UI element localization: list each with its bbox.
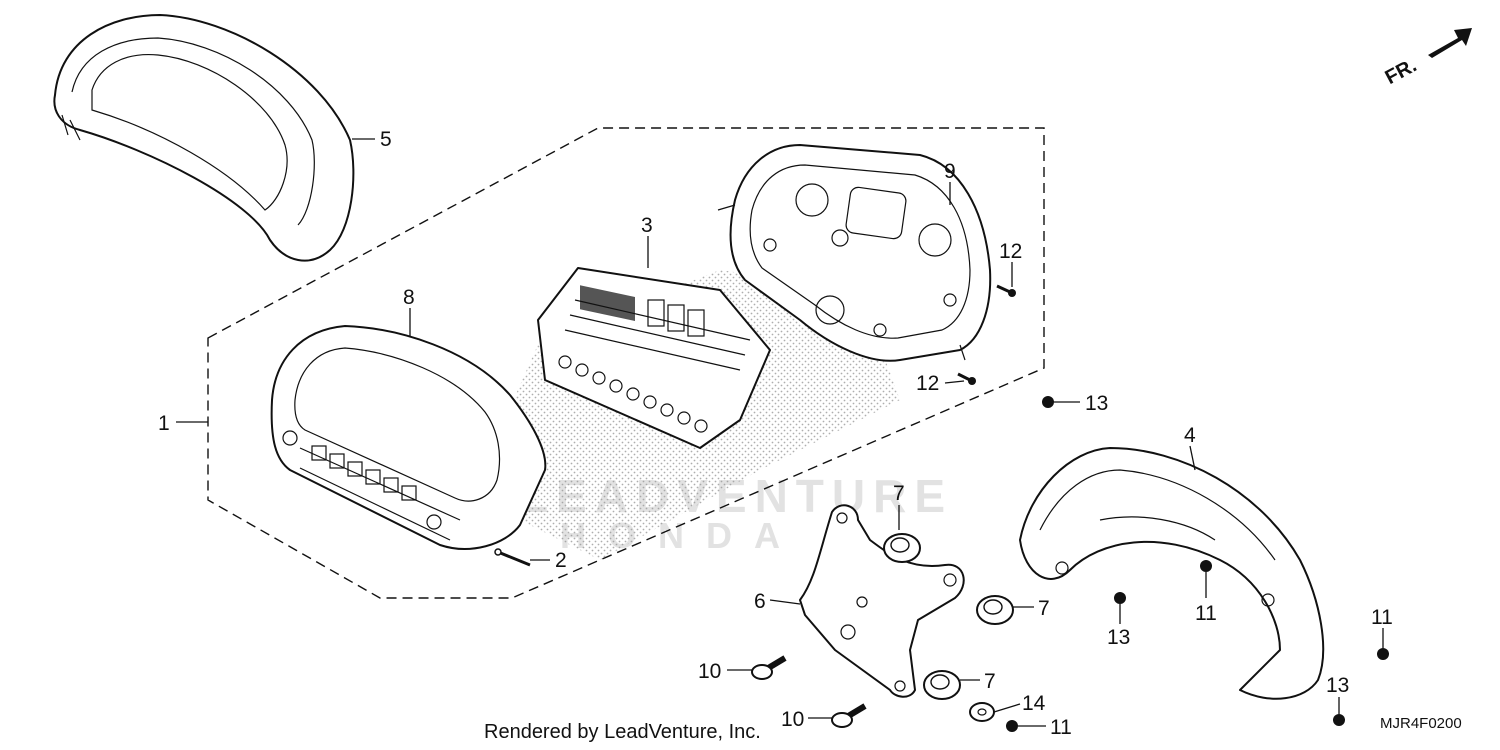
callout-13c: 13 bbox=[1326, 674, 1349, 697]
callout-5: 5 bbox=[380, 128, 392, 151]
button-row-icon bbox=[311, 445, 417, 501]
part-screw-small bbox=[494, 548, 531, 567]
callout-2: 2 bbox=[555, 549, 567, 572]
callout-12a: 12 bbox=[999, 240, 1022, 263]
callout-10b: 10 bbox=[781, 708, 804, 731]
part-visor-cover bbox=[53, 14, 355, 262]
rendered-by-text: Rendered by LeadVenture, Inc. bbox=[484, 721, 761, 743]
callout-13b: 13 bbox=[1107, 626, 1130, 649]
part-bolt-10a bbox=[751, 655, 787, 680]
callout-13a: 13 bbox=[1085, 392, 1108, 415]
callout-10a: 10 bbox=[698, 660, 721, 683]
front-label: FR. bbox=[1382, 54, 1421, 89]
part-clip-13c bbox=[1333, 714, 1345, 726]
callout-11b: 11 bbox=[1371, 606, 1393, 629]
part-meter-case-upper bbox=[270, 325, 547, 550]
part-grommet-7c bbox=[923, 670, 961, 700]
assembly-boundary bbox=[207, 127, 1045, 599]
callout-11c: 11 bbox=[1050, 716, 1072, 739]
diagram-code: MJR4F0200 bbox=[1380, 715, 1462, 732]
callout-6: 6 bbox=[754, 590, 766, 613]
part-screw-12b bbox=[957, 372, 976, 385]
callout-1: 1 bbox=[158, 412, 170, 435]
part-grommet-7b bbox=[976, 595, 1014, 625]
part-grommet-7a bbox=[883, 533, 921, 563]
part-screw-12a bbox=[996, 284, 1016, 297]
front-arrow-icon bbox=[1428, 28, 1472, 58]
callout-9: 9 bbox=[944, 160, 956, 183]
part-clip-13b bbox=[1114, 592, 1126, 604]
leader-lines bbox=[176, 138, 1384, 727]
callout-labels: 1 2 3 4 5 6 7 7 7 8 9 10 10 11 11 11 12 … bbox=[158, 128, 1393, 739]
front-direction-marker: FR. bbox=[1382, 28, 1472, 89]
led-row-icon bbox=[558, 355, 708, 433]
part-nut-11b bbox=[1377, 648, 1389, 660]
part-nut-11a bbox=[1200, 560, 1212, 572]
callout-14: 14 bbox=[1022, 692, 1046, 715]
part-washer bbox=[969, 702, 995, 722]
part-lcd-board bbox=[537, 267, 771, 449]
part-bolt-10b bbox=[831, 703, 867, 728]
callout-7a: 7 bbox=[893, 482, 905, 505]
callout-7c: 7 bbox=[984, 670, 996, 693]
callout-7b: 7 bbox=[1038, 597, 1050, 620]
callout-8: 8 bbox=[403, 286, 415, 309]
part-meter-case-lower bbox=[717, 144, 992, 362]
part-meter-bracket bbox=[799, 504, 965, 698]
callout-12b: 12 bbox=[916, 372, 939, 395]
part-nut-11c bbox=[1006, 720, 1018, 732]
callout-11a: 11 bbox=[1195, 602, 1217, 625]
callout-3: 3 bbox=[641, 214, 653, 237]
part-clip-13a bbox=[1042, 396, 1054, 408]
callout-4: 4 bbox=[1184, 424, 1196, 447]
part-lower-cover bbox=[1019, 447, 1325, 700]
